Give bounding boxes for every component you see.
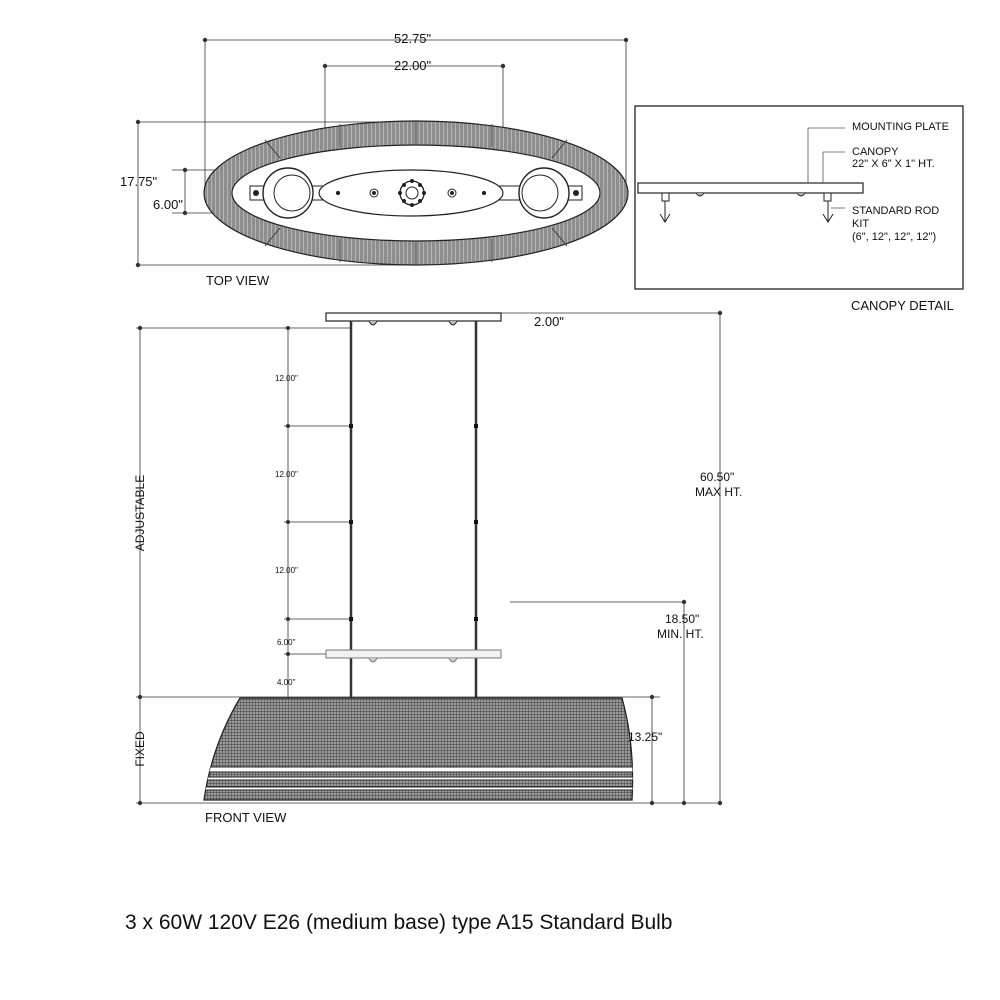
rod-length-4: 6.00" (277, 638, 296, 647)
adjustable-label: ADJUSTABLE (133, 474, 147, 552)
canopy-depth-label: 6.00" (153, 197, 183, 212)
height-dimension-lines (501, 310, 723, 806)
canopy-front (325, 312, 502, 322)
shade-front (203, 697, 634, 801)
canopy-label: CANOPY (852, 146, 899, 158)
min-height-value: 18.50" (665, 612, 700, 626)
max-height-value: 60.50" (700, 470, 735, 484)
max-height-label: MAX HT. (695, 485, 743, 499)
mounting-plate-label: MOUNTING PLATE (852, 121, 949, 133)
rod-length-5: 4.00" (277, 678, 296, 687)
lamp-socket-right (518, 167, 570, 219)
rod-joints (349, 424, 478, 621)
adjustable-fixed-bracket (136, 325, 722, 806)
canopy-min-position (325, 649, 502, 659)
canopy-detail (634, 105, 964, 290)
stem-rods (349, 321, 478, 700)
top-view-dimension-lines (135, 37, 629, 268)
front-view (136, 310, 723, 806)
rod-kit-sizes-label: (6", 12", 12", 12") (852, 231, 937, 243)
top-view-title: TOP VIEW (206, 273, 270, 288)
lamp-socket-left (262, 167, 314, 219)
canopy-height-label: 2.00" (534, 314, 564, 329)
bulb-spec: 3 x 60W 120V E26 (medium base) type A15 … (125, 911, 673, 934)
canopy-length-label: 22.00" (394, 58, 432, 73)
rod-length-3: 12.00" (275, 566, 298, 575)
shade-ribs (264, 121, 568, 265)
center-medallion (398, 179, 426, 207)
min-height-label: MIN. HT. (657, 627, 704, 641)
overall-width-label: 52.75" (394, 31, 432, 46)
canopy-detail-plate (637, 182, 864, 194)
fixed-label: FIXED (133, 731, 147, 767)
shade-height-label: 13.25" (628, 730, 663, 744)
front-view-title: FRONT VIEW (205, 810, 287, 825)
rod-length-2: 12.00" (275, 470, 298, 479)
canopy-detail-title: CANOPY DETAIL (851, 298, 954, 313)
rod-kit-label-2: KIT (852, 218, 870, 230)
canopy-size-label: 22" X 6" X 1" HT. (852, 158, 935, 170)
rod-kit-label: STANDARD ROD (852, 205, 940, 217)
rod-length-1: 12.00" (275, 374, 298, 383)
overall-depth-label: 17.75" (120, 174, 158, 189)
canopy-detail-frame (634, 105, 964, 290)
top-view (135, 37, 629, 268)
